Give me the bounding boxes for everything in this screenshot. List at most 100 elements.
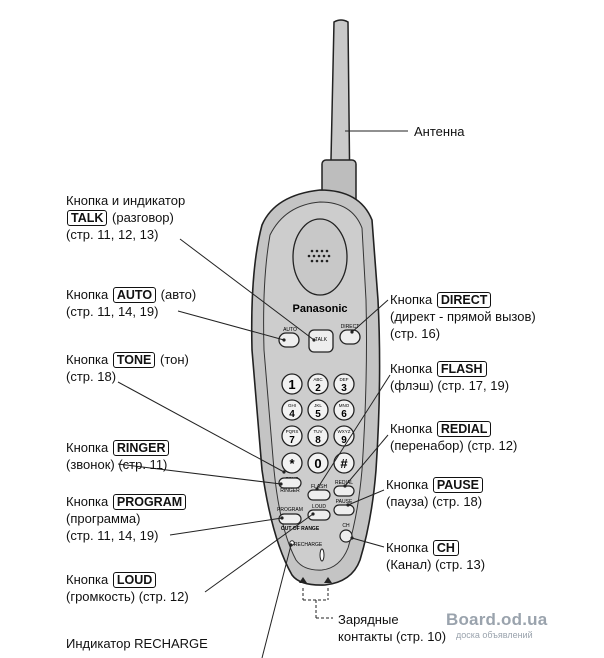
direct-label-pages: (стр. 16) — [390, 326, 441, 341]
program-label: Кнопка PROGRAM (программа) (стр. 11, 14,… — [66, 493, 187, 544]
talk-label-line2: TALK (разговор) — [66, 209, 185, 226]
earpiece — [292, 218, 348, 296]
redial-label-line1: Кнопка REDIAL — [390, 420, 517, 437]
key-circle[interactable] — [307, 425, 329, 447]
redial-label: Кнопка REDIAL (перенабор) (стр. 12) — [390, 420, 517, 454]
direct-label: Кнопка DIRECT (директ - прямой вызов) (с… — [390, 291, 536, 342]
key-circle[interactable] — [281, 452, 303, 474]
key-letters: MNO — [339, 403, 350, 408]
key-circle[interactable] — [333, 399, 355, 421]
key-circle[interactable] — [281, 373, 303, 395]
earpiece-holes — [307, 249, 331, 263]
pause-button[interactable] — [333, 504, 355, 516]
keypad: 1ABC2DEF3GHI4JKL5MNO6PQRS7TUV8WXYZ9TONE*… — [281, 373, 355, 481]
key-circle[interactable] — [307, 399, 329, 421]
ch-label-pages: (Канал) (стр. 13) — [386, 557, 486, 572]
flash-button[interactable] — [307, 489, 331, 501]
ringer-label-line1: Кнопка RINGER — [66, 439, 170, 456]
ch-button[interactable] — [339, 529, 353, 543]
auto-small-label: AUTO — [283, 327, 297, 333]
key-digit: 8 — [315, 435, 321, 446]
key-1[interactable]: 1 — [281, 373, 303, 395]
flash-label-line1: Кнопка FLASH — [390, 360, 509, 377]
contact-arrow-left — [299, 577, 307, 583]
watermark-site: Board.od.ua — [446, 610, 548, 629]
key-circle[interactable] — [333, 373, 355, 395]
pause-label: Кнопка PAUSE (пауза) (стр. 18) — [386, 476, 484, 510]
auto-label: Кнопка AUTO (авто) (стр. 11, 14, 19) — [66, 286, 196, 320]
key-digit: 1 — [288, 377, 295, 392]
program-label-line2: (программа) — [66, 511, 141, 526]
ch-small-label: CH — [342, 523, 350, 529]
auto-button[interactable] — [278, 332, 300, 348]
antenna-text: Антенна — [414, 124, 465, 139]
pause-label-pages: (пауза) (стр. 18) — [386, 494, 483, 509]
contacts-label-line2: контакты (стр. 10) — [338, 629, 447, 644]
flash-label-pages: (флэш) (стр. 17, 19) — [390, 378, 510, 393]
flash-key-box: FLASH — [436, 361, 487, 377]
redial-small-label: REDIAL — [335, 480, 353, 486]
key-digit: 6 — [341, 409, 347, 420]
loud-label: Кнопка LOUD (громкость) (стр. 12) — [66, 571, 189, 605]
key-0[interactable]: 0 — [307, 452, 329, 474]
recharge-small-label: RECHARGE — [294, 542, 323, 548]
ringer-button[interactable] — [278, 477, 302, 489]
program-label-pages: (стр. 11, 14, 19) — [66, 528, 159, 543]
loud-key-box: LOUD — [112, 572, 157, 588]
program-button[interactable] — [278, 513, 302, 525]
talk-small-label: TALK — [315, 337, 328, 343]
talk-label-line1: Кнопка и индикатор — [66, 193, 186, 208]
key-digit: 3 — [341, 383, 347, 394]
key-letters: PQRS — [286, 429, 299, 434]
key-letters: DEF — [340, 377, 349, 382]
antenna-label: Антенна — [414, 123, 464, 140]
key-circle[interactable] — [281, 399, 303, 421]
auto-key-box: AUTO — [112, 287, 157, 303]
direct-button[interactable] — [339, 329, 361, 345]
program-key-box: PROGRAM — [112, 494, 187, 510]
tone-label-pages: (стр. 18) — [66, 369, 117, 384]
leader-arrowheads — [279, 330, 354, 547]
loud-small-label: LOUD — [312, 504, 326, 510]
key-digit: # — [340, 456, 348, 471]
talk-label-pages: (стр. 11, 12, 13) — [66, 227, 159, 242]
brand-logo: Panasonic — [292, 303, 347, 315]
tone-label: Кнопка TONE (тон) (стр. 18) — [66, 351, 189, 385]
ch-key-box: CH — [432, 540, 459, 556]
key-hash[interactable]: # — [333, 452, 355, 474]
key-digit: 4 — [289, 409, 295, 420]
talk-label-desc: (разговор) — [112, 210, 174, 225]
charge-contacts-leader — [302, 588, 333, 619]
direct-label-line1: Кнопка DIRECT — [390, 291, 536, 308]
direct-label-line2: (директ - прямой вызов) — [390, 309, 536, 324]
key-digit: 0 — [314, 456, 321, 471]
talk-button[interactable] — [308, 329, 334, 353]
microphone — [319, 548, 325, 562]
recharge-label-line1: Индикатор RECHARGE — [66, 636, 208, 651]
key-circle[interactable] — [307, 452, 329, 474]
direct-key-box: DIRECT — [436, 292, 492, 308]
program-label-line1: Кнопка PROGRAM — [66, 493, 187, 510]
redial-button[interactable] — [333, 485, 355, 497]
loud-label-line1: Кнопка LOUD — [66, 571, 189, 588]
key-circle[interactable] — [281, 425, 303, 447]
key-digit: 5 — [315, 409, 321, 420]
talk-label: Кнопка и индикатор TALK (разговор) (стр.… — [66, 192, 185, 243]
ringer-key-box: RINGER — [112, 440, 170, 456]
flash-small-label: FLASH — [311, 484, 328, 490]
key-circle[interactable] — [307, 373, 329, 395]
range-small-label: OUT OF RANGE — [281, 526, 320, 532]
program-small-label: PROGRAM — [277, 507, 303, 513]
key-letters: ABC — [313, 377, 323, 382]
watermark: Board.od.ua доска объявлений — [446, 610, 547, 640]
key-digit: 2 — [315, 383, 321, 394]
pause-small-label: PAUSE — [336, 499, 353, 505]
